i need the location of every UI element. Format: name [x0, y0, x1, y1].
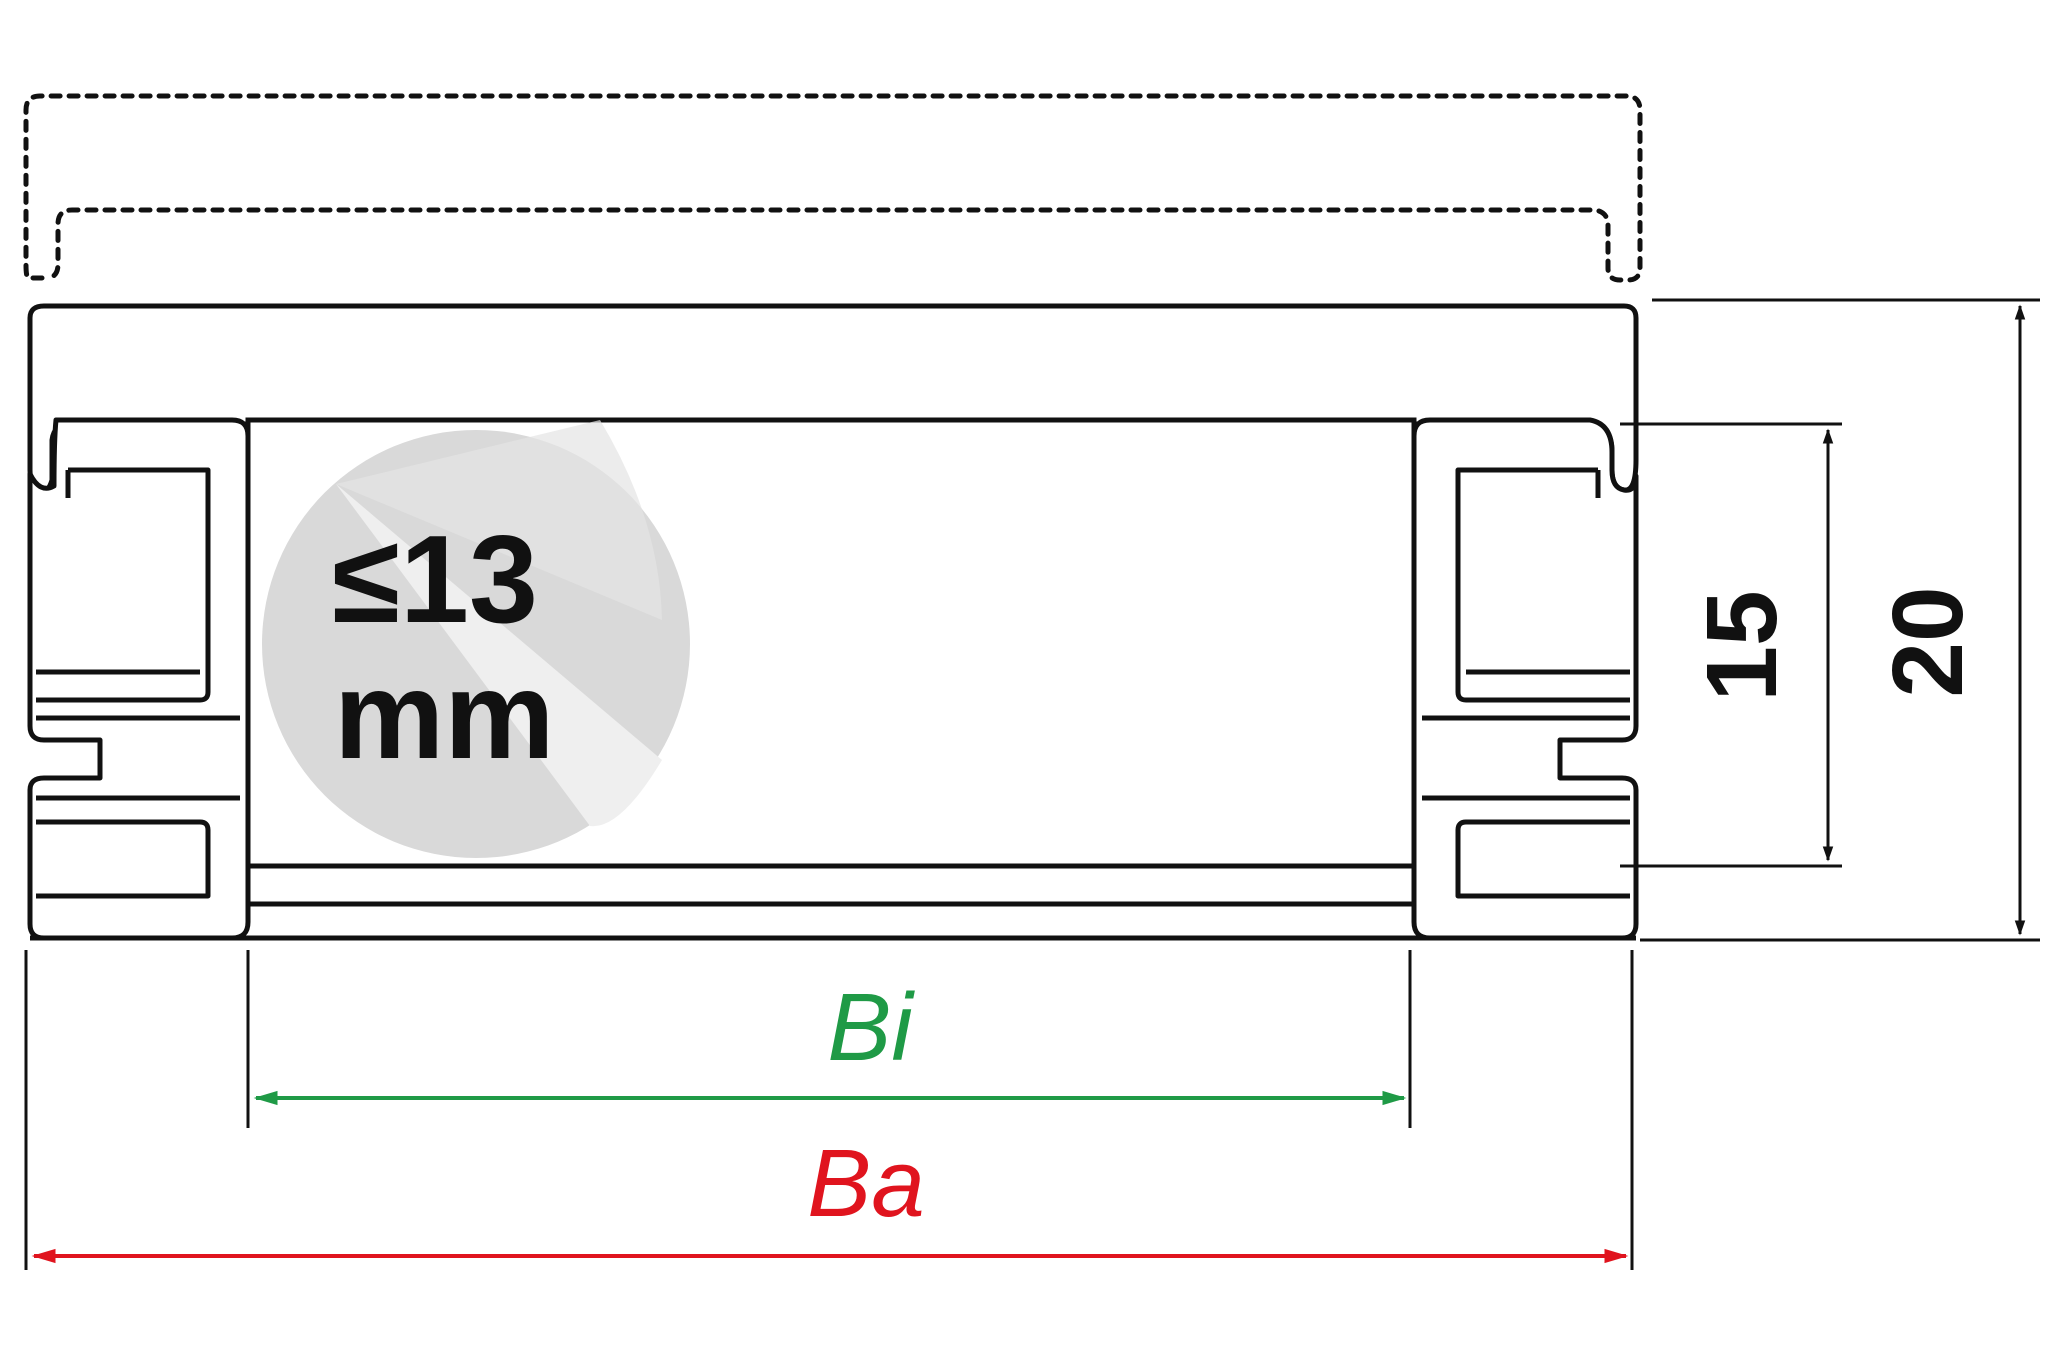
cable-highlight	[336, 484, 662, 827]
cable-highlight	[336, 420, 662, 620]
outer-width-label: Ba	[807, 1130, 924, 1237]
left-side-link	[27, 417, 251, 941]
dotted-opening-crossbar	[23, 93, 1643, 283]
outer-height-label: 20	[1872, 586, 1984, 697]
right-side-link	[1411, 417, 1639, 941]
inner-height-label: 15	[1686, 590, 1798, 701]
cable-diameter-unit: mm	[334, 647, 555, 785]
cable-diameter-value: ≤13	[332, 511, 538, 649]
inner-width-label: Bi	[827, 974, 915, 1081]
